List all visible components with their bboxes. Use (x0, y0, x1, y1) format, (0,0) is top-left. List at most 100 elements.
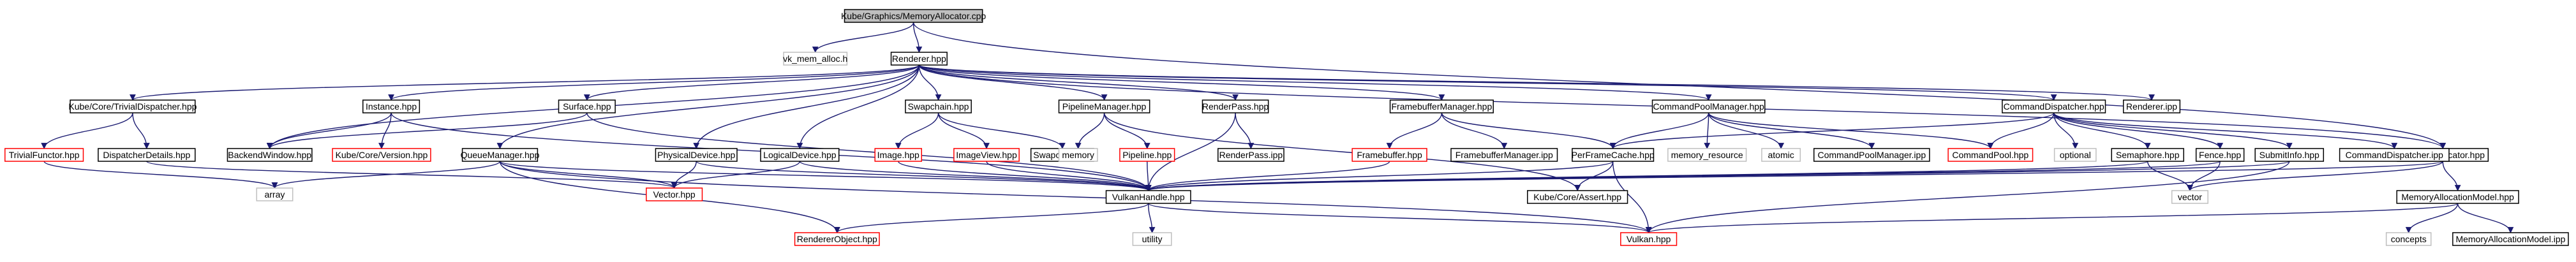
node-command-pool-manager[interactable]: CommandPoolManager.hpp (1651, 99, 1766, 113)
edge-swapchain-to-image-hpp (895, 112, 939, 149)
edge-queue-manager-to-vulkan (499, 161, 1652, 233)
edge-pipeline-to-vulkan-handle (1145, 161, 1152, 191)
node-box (2122, 99, 2181, 113)
node-vulkan-handle[interactable]: VulkanHandle.hpp (1105, 190, 1191, 204)
node-box (2339, 148, 2450, 162)
node-framebuffer[interactable]: Framebuffer.hpp (1351, 148, 1427, 162)
node-backend-window[interactable]: BackendWindow.hpp (227, 148, 313, 162)
node-vector[interactable]: Vector.hpp (646, 187, 703, 201)
edge-pipeline-manager-to-memory (1075, 112, 1105, 149)
nodes-layer: Kube/Graphics/MemoryAllocator.cpp vk_mem_… (4, 9, 2569, 246)
node-box (874, 148, 922, 162)
node-label: Kube/Core/Version.hpp (336, 150, 428, 160)
edge-instance-to-backend-window (266, 112, 392, 149)
node-array: array (256, 187, 294, 201)
node-label: MemoryAllocationModel.ipp (2455, 234, 2565, 244)
node-label: RenderPass.hpp (1202, 101, 1269, 112)
node-physical-device[interactable]: PhysicalDevice.hpp (655, 148, 738, 162)
node-framebuffer-manager-ipp[interactable]: FramebufferManager.ipp (1450, 148, 1558, 162)
edge-renderer-hpp-to-surface (584, 64, 920, 101)
node-queue-manager[interactable]: QueueManager.hpp (461, 148, 540, 162)
node-label: PerFrameCache.hpp (1572, 150, 1655, 160)
node-box (227, 148, 313, 162)
edge-image-hpp-to-vulkan-handle (898, 161, 1152, 191)
node-box (70, 99, 196, 113)
node-vulkan[interactable]: Vulkan.hpp (1620, 232, 1678, 246)
node-renderer-hpp[interactable]: Renderer.hpp (890, 52, 948, 66)
node-box (1119, 148, 1175, 162)
edge-render-pass-to-render-pass-ipp (1235, 112, 1254, 149)
node-box (890, 52, 948, 66)
node-command-dispatcher-ipp[interactable]: CommandDispatcher.ipp (2339, 148, 2450, 162)
node-framebuffer-manager[interactable]: FramebufferManager.hpp (1389, 99, 1494, 113)
node-fence[interactable]: Fence.hpp (2195, 148, 2245, 162)
node-label: Pipeline.hpp (1122, 150, 1172, 160)
node-pipeline[interactable]: Pipeline.hpp (1119, 148, 1175, 162)
edge-memory-allocator-to-vector (2187, 161, 2443, 191)
node-pipeline-manager[interactable]: PipelineManager.hpp (1058, 99, 1150, 113)
node-box (1450, 148, 1558, 162)
node-label: RenderPass.ipp (1219, 150, 1283, 160)
node-image-view[interactable]: ImageView.hpp (953, 148, 1020, 162)
node-submit-info[interactable]: SubmitInfo.hpp (2254, 148, 2325, 162)
node-command-pool-manager-ipp[interactable]: CommandPoolManager.ipp (1813, 148, 1930, 162)
node-label: Renderer.hpp (892, 54, 946, 64)
edge-renderer-hpp-to-instance (388, 64, 920, 101)
node-label: vk_mem_alloc.h (783, 54, 847, 64)
node-per-frame-cache[interactable]: PerFrameCache.hpp (1572, 148, 1655, 162)
edge-framebuffer-manager-to-per-frame-cache (1441, 112, 1616, 149)
node-image-hpp[interactable]: Image.hpp (874, 148, 922, 162)
edge-queue-manager-to-array (271, 161, 501, 189)
node-root[interactable]: Kube/Graphics/MemoryAllocator.cpp (841, 9, 986, 23)
node-label: SubmitInfo.hpp (2260, 150, 2319, 160)
node-core-version[interactable]: Kube/Core/Version.hpp (332, 148, 431, 162)
edge-per-frame-cache-to-vulkan (1612, 161, 1652, 233)
node-box (1217, 148, 1284, 162)
edge-memory-allocation-model-to-vulkan (1646, 203, 2459, 233)
edge-surface-to-backend-window (266, 112, 588, 149)
node-box (1667, 148, 1747, 162)
node-renderer-ipp[interactable]: Renderer.ipp (2122, 99, 2181, 113)
node-label: Framebuffer.hpp (1357, 150, 1422, 160)
node-logical-device[interactable]: LogicalDevice.hpp (760, 148, 840, 162)
node-swapchain[interactable]: Swapchain.hpp (905, 99, 972, 113)
node-assert[interactable]: Kube/Core/Assert.hpp (1527, 190, 1628, 204)
edge-memory-allocation-model-to-memory-allocation-model-ipp (2457, 203, 2514, 233)
edge-command-dispatcher-to-semaphore (2053, 112, 2151, 149)
edge-command-pool-manager-to-memory-resource (1704, 112, 1711, 149)
edge-renderer-hpp-to-command-pool-manager (918, 64, 1712, 101)
node-box (2111, 148, 2184, 162)
edge-command-dispatcher-to-submit-info (2053, 112, 2293, 149)
node-box (1527, 190, 1628, 204)
node-trivial-functor[interactable]: TrivialFunctor.hpp (4, 148, 84, 162)
node-label: QueueManager.hpp (461, 150, 540, 160)
node-surface[interactable]: Surface.hpp (558, 99, 616, 113)
node-renderer-object[interactable]: RendererObject.hpp (794, 232, 880, 246)
node-box (362, 99, 421, 113)
node-label: PhysicalDevice.hpp (657, 150, 735, 160)
node-label: vector (2178, 192, 2202, 202)
node-trivial-dispatcher[interactable]: Kube/Core/TrivialDispatcher.hpp (68, 99, 197, 113)
edge-memory-allocation-model-to-concepts (2405, 203, 2459, 233)
node-instance[interactable]: Instance.hpp (362, 99, 421, 113)
node-label: Instance.hpp (366, 101, 417, 112)
edge-framebuffer-to-vulkan-handle (1145, 161, 1390, 191)
node-command-pool[interactable]: CommandPool.hpp (1947, 148, 2034, 162)
edge-instance-to-core-version (378, 112, 392, 149)
node-semaphore[interactable]: Semaphore.hpp (2111, 148, 2184, 162)
node-box (98, 148, 196, 162)
node-memory-allocation-model[interactable]: MemoryAllocationModel.hpp (2396, 190, 2519, 204)
node-box (2002, 99, 2106, 113)
node-render-pass-ipp[interactable]: RenderPass.ipp (1217, 148, 1284, 162)
node-memory-allocation-model-ipp[interactable]: MemoryAllocationModel.ipp (2452, 232, 2569, 246)
node-render-pass[interactable]: RenderPass.hpp (1202, 99, 1269, 113)
node-box (1761, 148, 1801, 162)
node-dispatcher-details[interactable]: DispatcherDetails.hpp (98, 148, 196, 162)
node-command-dispatcher[interactable]: CommandDispatcher.hpp (2002, 99, 2106, 113)
node-label: optional (2060, 150, 2091, 160)
node-label: concepts (2391, 234, 2427, 244)
node-label: Vulkan.hpp (1627, 234, 1671, 244)
edge-physical-device-to-vector (671, 161, 697, 189)
node-utility: utility (1132, 232, 1172, 246)
